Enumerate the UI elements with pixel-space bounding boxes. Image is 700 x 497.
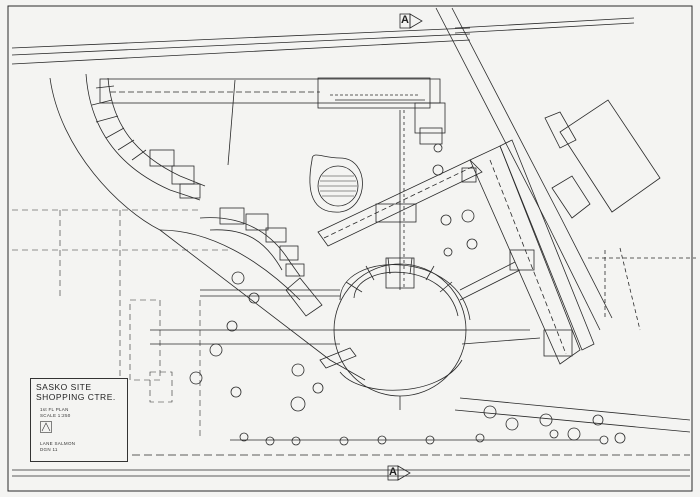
tree <box>567 427 581 441</box>
section-marker-bottom: A <box>389 466 397 478</box>
tree <box>339 436 349 446</box>
tree <box>483 405 497 419</box>
title-line-1: SASKO SITE <box>36 382 92 392</box>
tree <box>461 209 475 223</box>
tree <box>466 238 478 250</box>
tree <box>599 435 609 445</box>
trees <box>189 143 626 446</box>
left-ghost-lines <box>12 209 230 440</box>
title-block: SASKO SITE SHOPPING CTRE. 1st FL PLAN SC… <box>30 378 128 462</box>
north-arrow-icon <box>40 421 52 433</box>
tree <box>505 417 519 431</box>
tree <box>312 382 324 394</box>
diagonal-road <box>435 7 613 331</box>
tree <box>189 371 203 385</box>
author-label: LANE SALMON <box>40 441 76 446</box>
tree <box>614 432 626 444</box>
top-road-lines <box>11 17 635 65</box>
drawing-ref: DGN 11 <box>40 447 58 452</box>
scale-label: SCALE 1:250 <box>40 413 71 418</box>
tree <box>377 435 387 445</box>
tree <box>432 164 444 176</box>
tree <box>291 436 301 446</box>
tree <box>230 386 242 398</box>
tree <box>291 363 305 377</box>
section-marker-boxes <box>387 13 423 481</box>
right-lines <box>588 247 696 331</box>
section-marker-top: A <box>401 14 409 26</box>
right-building-block <box>544 99 661 219</box>
sheet-border <box>7 5 693 492</box>
upper-long-building <box>99 77 446 145</box>
tree <box>592 414 604 426</box>
tree <box>226 320 238 332</box>
ground-contour-left <box>49 77 366 381</box>
tree <box>475 433 485 443</box>
tree <box>290 396 306 412</box>
tree <box>425 435 435 445</box>
tree <box>539 413 553 427</box>
tree <box>209 343 223 357</box>
tree <box>265 436 275 446</box>
plan-label: 1st FL PLAN <box>40 407 69 412</box>
circular-plaza <box>333 110 471 410</box>
tree <box>443 247 453 257</box>
tree <box>231 271 245 285</box>
small-rotunda <box>309 154 363 213</box>
walkways <box>150 261 541 369</box>
tree <box>239 432 249 442</box>
bottom-roads <box>12 397 691 477</box>
central-wavy-building <box>199 207 323 317</box>
v-shaped-building <box>317 139 595 365</box>
left-curved-building <box>85 73 206 201</box>
tree <box>440 214 452 226</box>
tree <box>433 143 443 153</box>
tree <box>549 429 559 439</box>
title-line-2: SHOPPING CTRE. <box>36 392 116 402</box>
tree <box>248 292 260 304</box>
